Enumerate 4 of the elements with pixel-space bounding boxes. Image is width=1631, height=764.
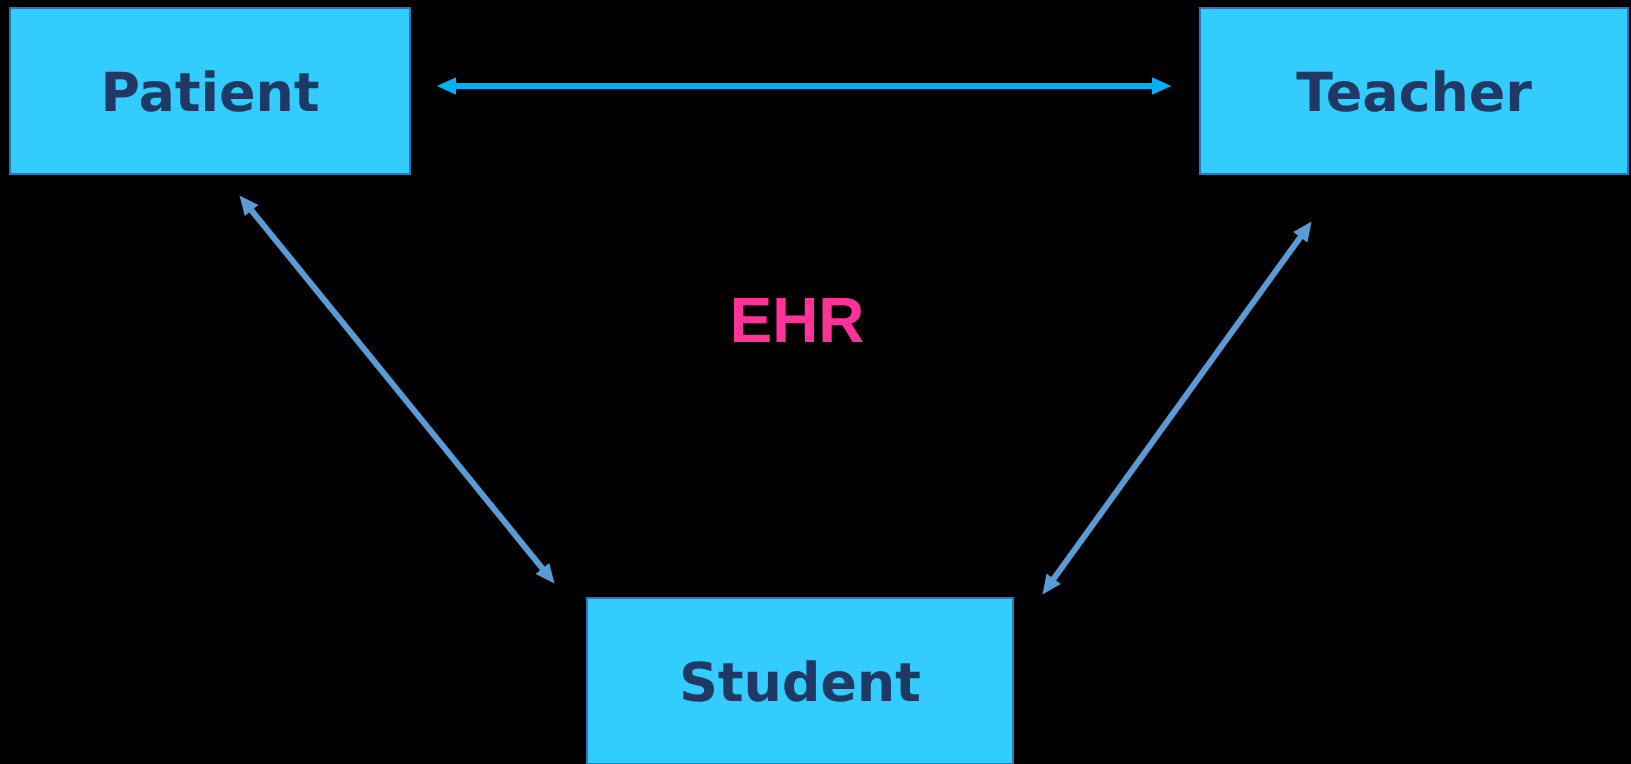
center-label: EHR xyxy=(733,298,863,342)
entity-box: Student xyxy=(586,597,1014,764)
entity-box: Patient xyxy=(9,7,411,175)
entity-box: Teacher xyxy=(1199,7,1629,175)
